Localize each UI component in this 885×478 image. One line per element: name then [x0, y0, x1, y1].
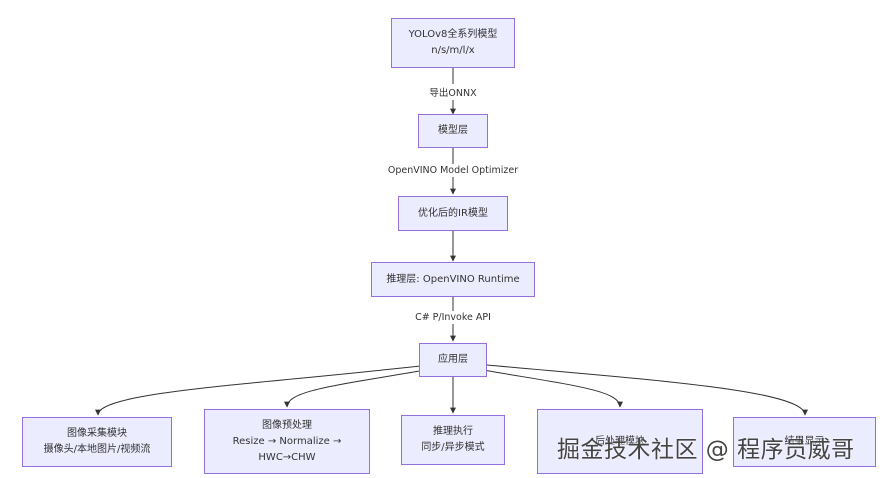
- edge-label-pinvoke: C# P/Invoke API: [412, 311, 494, 324]
- node-preprocess: 图像预处理 Resize → Normalize → HWC→CHW: [204, 409, 370, 474]
- node-infer-layer: 推理层: OpenVINO Runtime: [371, 262, 535, 297]
- edge-app-to-display: [486, 364, 808, 416]
- node-app-layer-label: 应用层: [438, 354, 468, 365]
- node-execute-line1: 推理执行: [433, 426, 473, 437]
- node-infer-layer-label: 推理层: OpenVINO Runtime: [386, 273, 520, 285]
- node-postprocess-line1: 后处理模块: [595, 435, 645, 447]
- node-display-line1: 结果显示: [784, 436, 825, 447]
- node-display: 结果显示: [733, 417, 876, 467]
- node-yolo-line1: YOLOv8全系列模型: [408, 29, 498, 40]
- edge-label-optimizer: OpenVINO Model Optimizer: [384, 164, 522, 177]
- node-capture-line1: 图像采集模块: [67, 428, 127, 439]
- node-yolo-line2: n/s/m/l/x: [431, 45, 475, 56]
- node-postprocess: 后处理模块: [537, 409, 703, 474]
- node-preprocess-line1: 图像预处理: [262, 419, 312, 431]
- node-model-layer-label: 模型层: [438, 125, 468, 136]
- edge-app-to-postprocess: [482, 369, 623, 408]
- node-execute: 推理执行 同步/异步模式: [401, 415, 505, 465]
- node-yolo-models: YOLOv8全系列模型 n/s/m/l/x: [391, 18, 515, 68]
- node-app-layer: 应用层: [419, 343, 487, 377]
- node-execute-line2: 同步/异步模式: [421, 442, 485, 453]
- edge-app-to-preprocess: [284, 369, 426, 408]
- node-capture-line2: 摄像头/本地图片/视频流: [43, 444, 151, 455]
- node-ir-model: 优化后的IR模型: [398, 196, 508, 231]
- node-model-layer: 模型层: [418, 114, 488, 148]
- edge-app-to-capture: [95, 365, 421, 416]
- node-ir-model-label: 优化后的IR模型: [418, 207, 488, 219]
- node-capture: 图像采集模块 摄像头/本地图片/视频流: [22, 417, 172, 467]
- watermark-text: 掘金技术社区 @ 程序员威哥: [557, 437, 855, 463]
- edge-label-export: 导出ONNX: [426, 84, 480, 100]
- node-preprocess-line2: Resize → Normalize →: [232, 435, 342, 447]
- node-preprocess-line3: HWC→CHW: [258, 451, 316, 463]
